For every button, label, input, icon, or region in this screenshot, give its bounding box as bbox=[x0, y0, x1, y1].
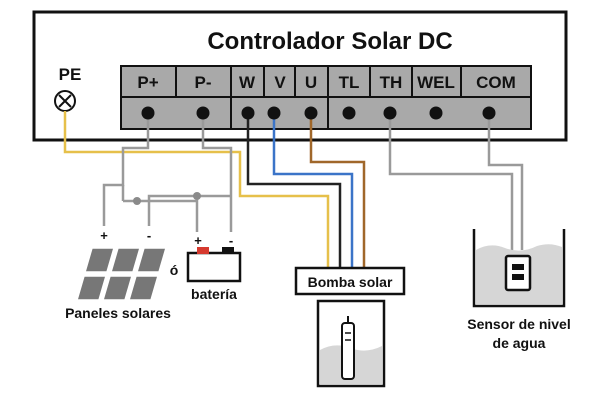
pe-cross-icon bbox=[58, 94, 72, 108]
terminal-label-w: W bbox=[239, 73, 256, 92]
p-plus-junction bbox=[133, 197, 141, 205]
solar-panels-label: Paneles solares bbox=[65, 305, 171, 321]
terminal-screw-com[interactable] bbox=[482, 106, 496, 120]
com-wire bbox=[487, 113, 524, 250]
terminal-screw-p-plus[interactable] bbox=[141, 106, 155, 120]
or-label: ó bbox=[170, 262, 179, 278]
w-wire bbox=[246, 113, 342, 268]
terminal-separators bbox=[175, 66, 462, 129]
sensor-label-line1: Sensor de nivel bbox=[467, 316, 570, 332]
v-wire bbox=[272, 113, 354, 268]
th-wire bbox=[388, 113, 514, 250]
terminal-label-p-plus: P+ bbox=[137, 73, 158, 92]
terminal-label-com: COM bbox=[476, 73, 516, 92]
battery-minus-label: - bbox=[229, 233, 233, 248]
terminal-screw-p-minus[interactable] bbox=[196, 106, 210, 120]
battery-plus-label: + bbox=[194, 233, 202, 248]
terminal-label-v: V bbox=[274, 73, 286, 92]
u-wire bbox=[309, 113, 366, 268]
terminal-label-u: U bbox=[305, 73, 317, 92]
pump-label-box bbox=[294, 266, 406, 296]
terminal-screw-u[interactable] bbox=[304, 106, 318, 120]
p-plus-battery-wire bbox=[123, 199, 199, 232]
terminal-screw-tl[interactable] bbox=[342, 106, 356, 120]
p-minus-panel-wire bbox=[147, 194, 231, 226]
terminal-label-tl: TL bbox=[339, 73, 360, 92]
p-plus-wire bbox=[102, 113, 150, 226]
solar-panels-icon bbox=[76, 247, 167, 301]
terminal-label-th: TH bbox=[380, 73, 403, 92]
battery-label: batería bbox=[191, 286, 237, 302]
sensor-label-line2: de agua bbox=[493, 335, 546, 351]
panel-minus-label: - bbox=[147, 228, 151, 243]
controller-title: Controlador Solar DC bbox=[207, 28, 452, 55]
battery-icon bbox=[186, 247, 242, 283]
water-level-sensor-icon bbox=[504, 254, 532, 292]
terminal-screw-wel[interactable] bbox=[429, 106, 443, 120]
terminal-label-p-minus: P- bbox=[195, 73, 212, 92]
p-minus-wire bbox=[201, 113, 233, 232]
terminal-screw-w[interactable] bbox=[241, 106, 255, 120]
terminal-label-wel: WEL bbox=[417, 73, 455, 92]
terminal-screw-v[interactable] bbox=[267, 106, 281, 120]
pump-label: Bomba solar bbox=[308, 274, 393, 290]
panel-plus-label: + bbox=[100, 228, 108, 243]
terminal-screw-th[interactable] bbox=[383, 106, 397, 120]
pump-well-icon bbox=[316, 299, 386, 388]
pe-wire bbox=[63, 111, 330, 268]
p-minus-junction bbox=[193, 192, 201, 200]
pe-label: PE bbox=[59, 65, 82, 84]
